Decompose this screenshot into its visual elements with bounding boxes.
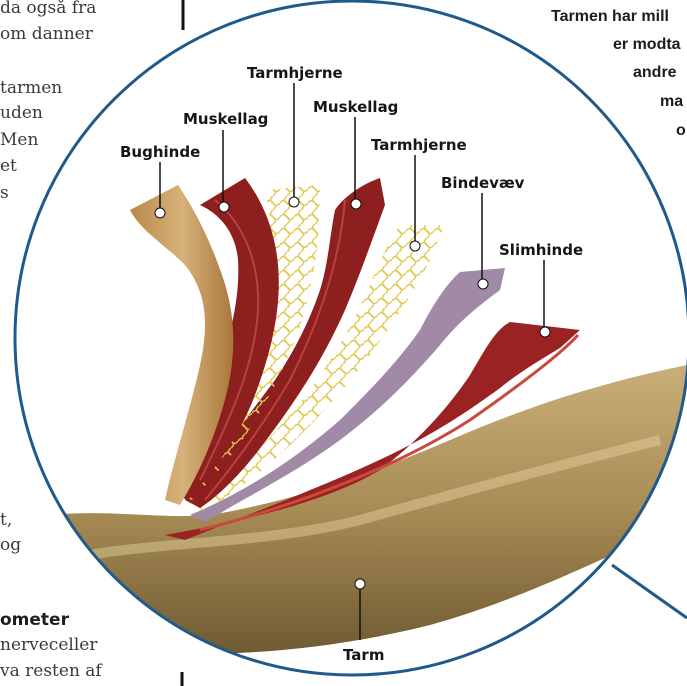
magnifier-connector-line [612,565,687,618]
label-bughinde: Bughinde [120,143,200,161]
marker-dot-muskellag-2 [351,199,361,209]
marker-dot-muskellag-1 [219,202,229,212]
marker-dot-bughinde [155,208,165,218]
label-tarmhjerne-1: Tarmhjerne [247,64,343,82]
label-bindevaev: Bindevæv [441,174,525,192]
marker-dot-bindevaev [478,279,488,289]
label-muskellag-1: Muskellag [183,110,268,128]
marker-dot-tarm [355,579,365,589]
marker-dot-slimhinde [540,327,550,337]
label-slimhinde: Slimhinde [499,241,583,259]
label-tarmhjerne-2: Tarmhjerne [371,136,467,154]
label-tarm: Tarm [343,646,384,664]
marker-dot-tarmhjerne-2 [410,241,420,251]
marker-dot-tarmhjerne-1 [289,197,299,207]
label-muskellag-2: Muskellag [313,98,398,116]
